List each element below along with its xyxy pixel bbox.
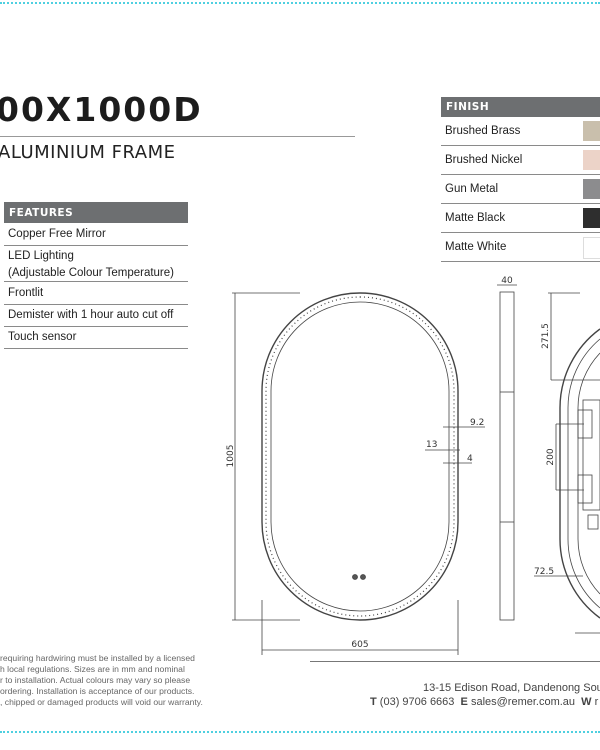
disclaimer-line: requiring hardwiring must be installed b…	[0, 653, 195, 663]
feature-text: Demister with 1 hour auto cut off	[8, 309, 174, 321]
product-title: 00X1000D	[0, 90, 203, 129]
finish-swatch	[583, 179, 600, 199]
finish-label: Matte White	[445, 241, 507, 253]
product-subtitle: ALUMINIUM FRAME	[0, 142, 176, 163]
feature-item: Frontlit	[4, 282, 188, 305]
mounting-bracket	[577, 474, 593, 504]
web-label: W	[581, 696, 592, 708]
finish-label: Gun Metal	[445, 183, 499, 195]
title-divider	[0, 136, 355, 137]
mounting-bracket	[582, 399, 600, 511]
finish-label: Brushed Nickel	[445, 154, 523, 166]
email-link[interactable]: sales@remer.com.au	[470, 696, 576, 708]
finish-swatch	[583, 208, 600, 228]
mirror-inner-outline	[270, 301, 450, 612]
finish-item: Brushed Brass	[441, 117, 600, 146]
feature-item: LED Lighting (Adjustable Colour Temperatu…	[4, 246, 188, 282]
finish-label: Brushed Brass	[445, 125, 521, 137]
disclaimer-line: r to installation. Actual colours may va…	[0, 675, 191, 685]
driver-box	[587, 514, 599, 530]
mirror-rear-inner-outline	[577, 352, 600, 595]
mirror-led-ring	[265, 296, 455, 617]
disclaimer-line: h local regulations. Sizes are in mm and…	[0, 664, 185, 674]
email-label: E	[460, 696, 468, 708]
phone-label: T	[370, 696, 377, 708]
frame-dimension-label: 9.2	[470, 418, 484, 428]
feature-item: Touch sensor	[4, 327, 188, 349]
rear-dimension-label: 200	[546, 448, 556, 465]
finish-item: Matte White	[441, 233, 600, 262]
finish-item: Gun Metal	[441, 175, 600, 204]
mirror-front-outline	[261, 292, 459, 621]
disclaimer-line: , chipped or damaged products will void …	[0, 697, 203, 707]
feature-text: Frontlit	[8, 287, 44, 299]
width-dimension-label: 605	[351, 640, 368, 650]
rear-dimension-label: 72.5	[534, 567, 554, 577]
frame-dimension-label: 4	[467, 454, 473, 464]
feature-text: (Adjustable Colour Temperature)	[8, 267, 174, 279]
mirror-rear-inner-outline	[567, 338, 600, 609]
disclaimer-line: ordering. Installation is acceptance of …	[0, 686, 195, 696]
company-address: 13-15 Edison Road, Dandenong Sou	[423, 682, 600, 694]
frame-dimension-label: 13	[426, 440, 437, 450]
web-link[interactable]: r	[594, 696, 599, 708]
finish-swatch	[583, 237, 600, 259]
finish-label: Matte Black	[445, 212, 506, 224]
mirror-rear-outline	[559, 328, 600, 619]
contact-line: T (03) 9706 6663 E sales@remer.com.au W …	[370, 696, 598, 708]
finish-heading: FINISH	[441, 97, 600, 117]
finish-swatch	[583, 121, 600, 141]
footer-divider	[310, 661, 600, 662]
finish-item: Matte Black	[441, 204, 600, 233]
height-dimension-label: 1005	[226, 445, 236, 468]
features-heading: FEATURES	[4, 202, 188, 223]
finish-swatch	[583, 150, 600, 170]
finish-item: Brushed Nickel	[441, 146, 600, 175]
bottom-dotted-border	[0, 731, 600, 733]
feature-item: Demister with 1 hour auto cut off	[4, 305, 188, 327]
mirror-side-view	[499, 291, 515, 621]
depth-dimension-label: 40	[501, 276, 513, 286]
touch-sensor-icon	[360, 574, 366, 580]
feature-text: Touch sensor	[8, 331, 77, 343]
feature-text: Copper Free Mirror	[8, 228, 106, 240]
top-dotted-border	[0, 2, 600, 4]
feature-text: LED Lighting	[8, 250, 74, 262]
phone-number: (03) 9706 6663	[379, 696, 455, 708]
feature-item: Copper Free Mirror	[4, 223, 188, 246]
touch-sensor-icon	[352, 574, 358, 580]
rear-dimension-label: 271.5	[541, 323, 551, 349]
